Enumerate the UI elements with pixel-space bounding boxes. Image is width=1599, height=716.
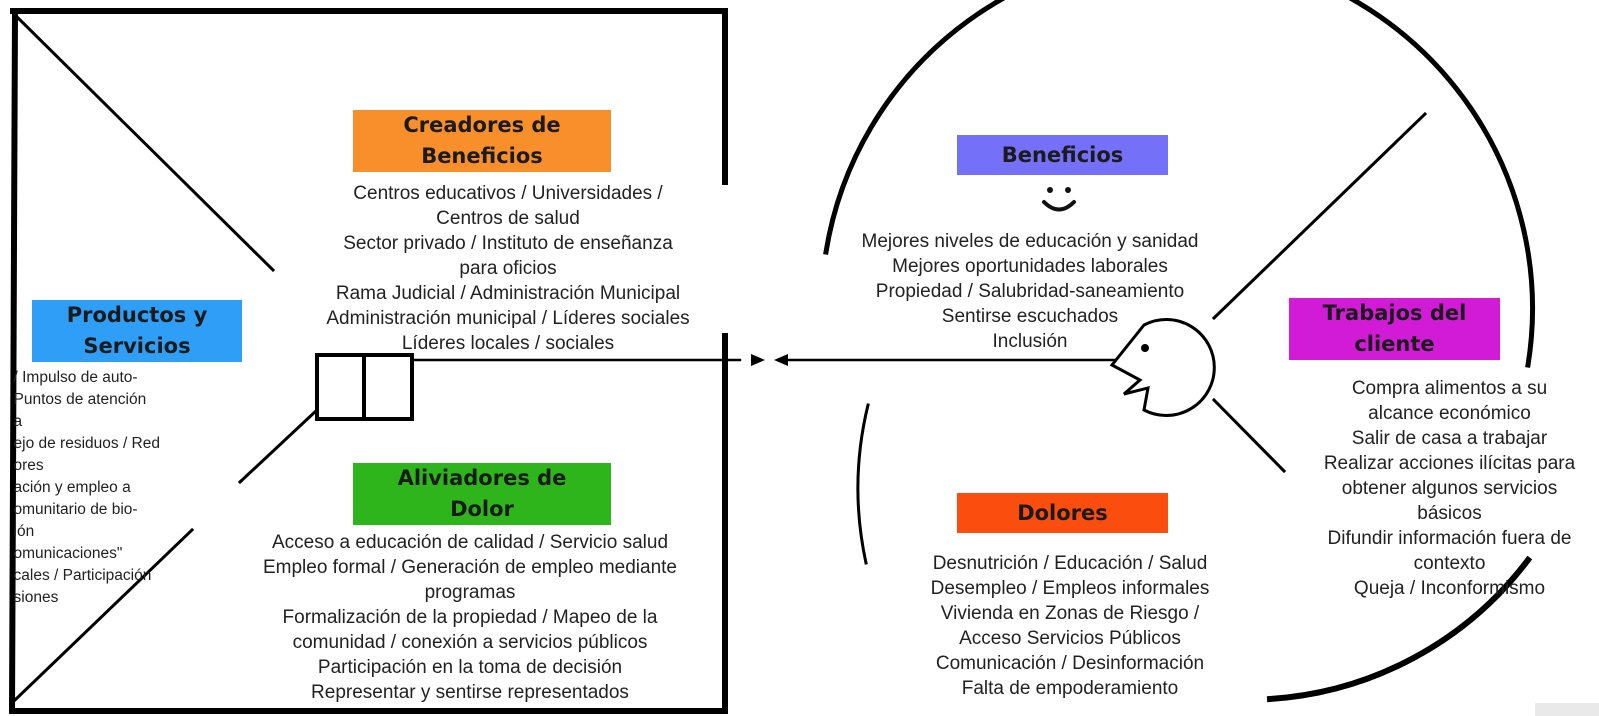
creadores-title-box: Creadores de Beneficios (353, 110, 611, 172)
list-item: Acceso Servicios Públicos (959, 628, 1181, 649)
productos-title: Productos y Servicios (66, 303, 208, 358)
list-item: Representar y sentirse representados (311, 682, 629, 703)
list-item: Puntos de atención (13, 391, 147, 408)
face-outline (1109, 318, 1216, 417)
list-item: para oficios (459, 258, 557, 279)
dolores-list: Desnutrición / Educación / Salud Desempl… (880, 551, 1260, 701)
list-item: Vivienda en Zonas de Riesgo / (940, 603, 1200, 624)
list-item: Participación en la toma de decisión (317, 657, 623, 678)
list-item: omunitario de bio- (13, 501, 138, 518)
aliviadores-list: Acceso a educación de calidad / Servicio… (205, 530, 735, 705)
list-item: Centros educativos / Universidades / (353, 183, 663, 204)
list-item: Sentirse escuchados (941, 306, 1119, 327)
list-item: ores (13, 457, 44, 474)
list-item: Queja / Inconformismo (1353, 578, 1546, 599)
list-item: contexto (1413, 553, 1486, 574)
productos-title-box: Productos y Servicios (32, 300, 242, 362)
list-item: Administración municipal / Líderes socia… (326, 308, 690, 329)
list-item: Mejores niveles de educación y sanidad (861, 231, 1199, 252)
list-item: Difundir información fuera de (1327, 528, 1572, 549)
list-item: / Impulso de auto- (13, 369, 138, 386)
arrow-head-left (774, 354, 788, 366)
list-item: básicos (1417, 503, 1482, 524)
aliviadores-title: Aliviadores de Dolor (397, 466, 567, 521)
list-item: Desempleo / Empleos informales (930, 578, 1210, 599)
diagonal-bottom (12, 527, 195, 703)
list-item: Mejores oportunidades laborales (892, 256, 1168, 277)
arrow-head-right (751, 354, 765, 366)
list-item: Formalización de la propiedad / Mapeo de… (282, 607, 658, 628)
list-item: programas (424, 582, 516, 603)
list-item: Rama Judicial / Administración Municipal (335, 283, 681, 304)
creadores-title: Creadores de Beneficios (403, 113, 561, 168)
corner-patch (1535, 703, 1599, 716)
list-item: ación y empleo a (13, 479, 131, 496)
list-item: Falta de empoderamiento (961, 678, 1179, 699)
trabajos-title: Trabajos del cliente (1322, 301, 1467, 356)
face-eye (1141, 344, 1149, 352)
customer-circle-left (856, 403, 870, 565)
productos-list-clip: / Impulso de auto- Puntos de atención a … (0, 367, 160, 615)
list-item: alcance económico (1368, 403, 1531, 424)
dolores-title-box: Dolores (957, 493, 1168, 533)
list-item: a (13, 413, 23, 430)
list-item: ión (13, 523, 35, 540)
list-item: Compra alimentos a su (1351, 378, 1548, 399)
list-item: omunicaciones" (13, 545, 123, 562)
customer-circle-bottom (1266, 555, 1533, 703)
trabajos-list: Compra alimentos a su alcance económico … (1300, 376, 1599, 601)
list-item: obtener algunos servicios (1341, 478, 1558, 499)
customer-circle-top (823, 0, 1535, 368)
list-item: Salir de casa a trabajar (1351, 428, 1548, 449)
productos-list: / Impulso de auto- Puntos de atención a … (14, 367, 160, 609)
product-square-outline (8, 7, 728, 714)
list-item: Acceso a educación de calidad / Servicio… (271, 532, 669, 553)
trabajos-title-box: Trabajos del cliente (1289, 298, 1500, 360)
list-item: comunidad / conexión a servicios público… (292, 632, 648, 653)
list-item: ejo de residuos / Red (13, 435, 160, 452)
list-item: Líderes locales / sociales (401, 333, 615, 354)
list-item: Sector privado / Instituto de enseñanza (343, 233, 673, 254)
list-item: Inclusión (992, 331, 1068, 352)
beneficios-title-box: Beneficios (957, 135, 1168, 175)
list-item: siones (13, 589, 59, 606)
beneficios-title: Beneficios (1001, 142, 1124, 167)
diagonal-top (12, 12, 276, 273)
list-item: Desnutrición / Educación / Salud (932, 553, 1208, 574)
aliviadores-title-box: Aliviadores de Dolor (353, 463, 611, 525)
beneficios-list: Mejores niveles de educación y sanidad M… (830, 229, 1230, 354)
dolores-title: Dolores (1017, 500, 1108, 525)
list-item: cales / Participación (13, 567, 152, 584)
list-item: Propiedad / Salubridad-saneamiento (875, 281, 1185, 302)
list-item: Empleo formal / Generación de empleo med… (262, 557, 677, 578)
list-item: Realizar acciones ilícitas para (1323, 453, 1576, 474)
smile-icon (1042, 187, 1076, 212)
list-item: Centros de salud (436, 208, 580, 229)
creadores-list: Centros educativos / Universidades / Cen… (275, 181, 741, 356)
list-item: Comunicación / Desinformación (935, 653, 1205, 674)
